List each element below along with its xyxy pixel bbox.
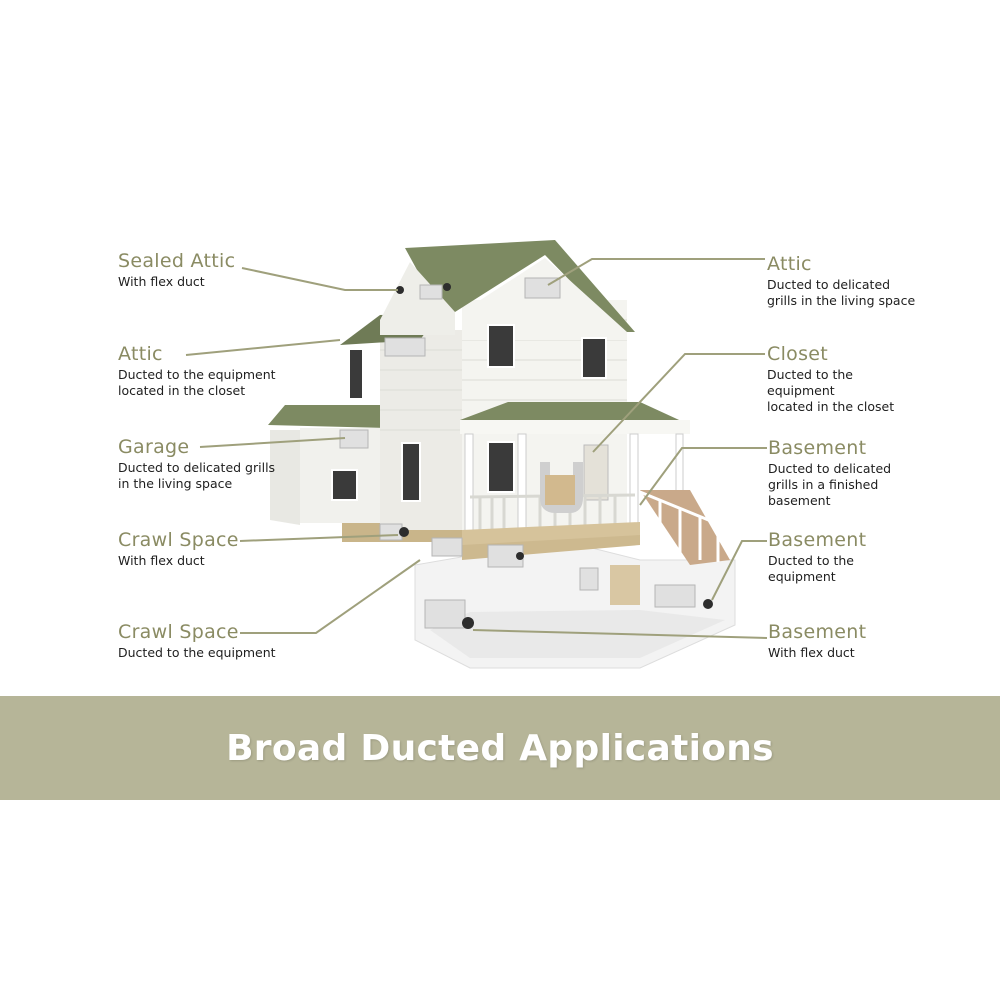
label-crawl-space-1: Crawl Space With flex duct: [118, 529, 239, 569]
callout-crawl-2: [240, 559, 421, 634]
window-side-upper: [350, 350, 362, 398]
label-title: Sealed Attic: [118, 250, 236, 272]
callout-lines: [185, 258, 768, 639]
porch-crate: [545, 475, 575, 505]
basement-floor: [430, 610, 725, 658]
label-desc: With flex duct: [118, 274, 205, 289]
callout-basement-2: [711, 540, 767, 601]
porch-deck: [462, 522, 640, 545]
label-title: Closet: [767, 343, 829, 365]
garage-roof: [268, 405, 385, 428]
label-title: Attic: [767, 253, 812, 275]
porch-window: [487, 441, 515, 493]
label-desc: With flex duct: [768, 645, 855, 660]
label-title: Basement: [768, 529, 867, 551]
house-illustration: [185, 240, 768, 669]
label-crawl-space-2: Crawl Space Ducted to the equipment: [118, 621, 276, 661]
window-upper-left: [487, 324, 515, 368]
callout-garage: [199, 437, 346, 448]
banner: Broad Ducted Applications: [0, 696, 1000, 800]
label-title: Crawl Space: [118, 621, 239, 643]
window-side-lower: [401, 442, 421, 502]
label-desc: Ducted to the equipment: [118, 645, 276, 660]
duct-ends: [396, 283, 713, 629]
stair-rail: [639, 490, 729, 562]
callout-basement-1: [639, 447, 767, 506]
main-roof: [405, 240, 635, 332]
basement-boxes: [610, 565, 640, 605]
callout-attic-right: [547, 258, 765, 286]
gable-front: [462, 258, 627, 340]
label-title: Garage: [118, 436, 190, 458]
label-title: Crawl Space: [118, 529, 239, 551]
equipment-units: [339, 277, 696, 629]
callout-basement-3: [472, 629, 768, 639]
banner-title: Broad Ducted Applications: [226, 727, 774, 769]
label-title: Basement: [768, 437, 867, 459]
window-upper-right: [581, 337, 607, 379]
label-title: Attic: [118, 343, 163, 365]
label-basement-3: Basement With flex duct: [768, 621, 866, 661]
callout-sealed-attic: [241, 267, 398, 291]
label-desc: With flex duct: [118, 553, 205, 568]
stairs: [640, 490, 730, 565]
callout-attic-left: [185, 339, 341, 356]
callout-crawl-1: [239, 534, 399, 542]
gable-left: [380, 262, 455, 335]
garage-window: [331, 469, 358, 501]
porch-door: [583, 444, 609, 501]
porch-roof: [460, 402, 690, 425]
label-title: Basement: [768, 621, 867, 643]
garage-wall: [270, 430, 300, 525]
label-sealed-attic: Sealed Attic With flex duct: [118, 250, 235, 290]
porch-fascia: [460, 420, 690, 434]
callout-closet: [592, 353, 765, 453]
